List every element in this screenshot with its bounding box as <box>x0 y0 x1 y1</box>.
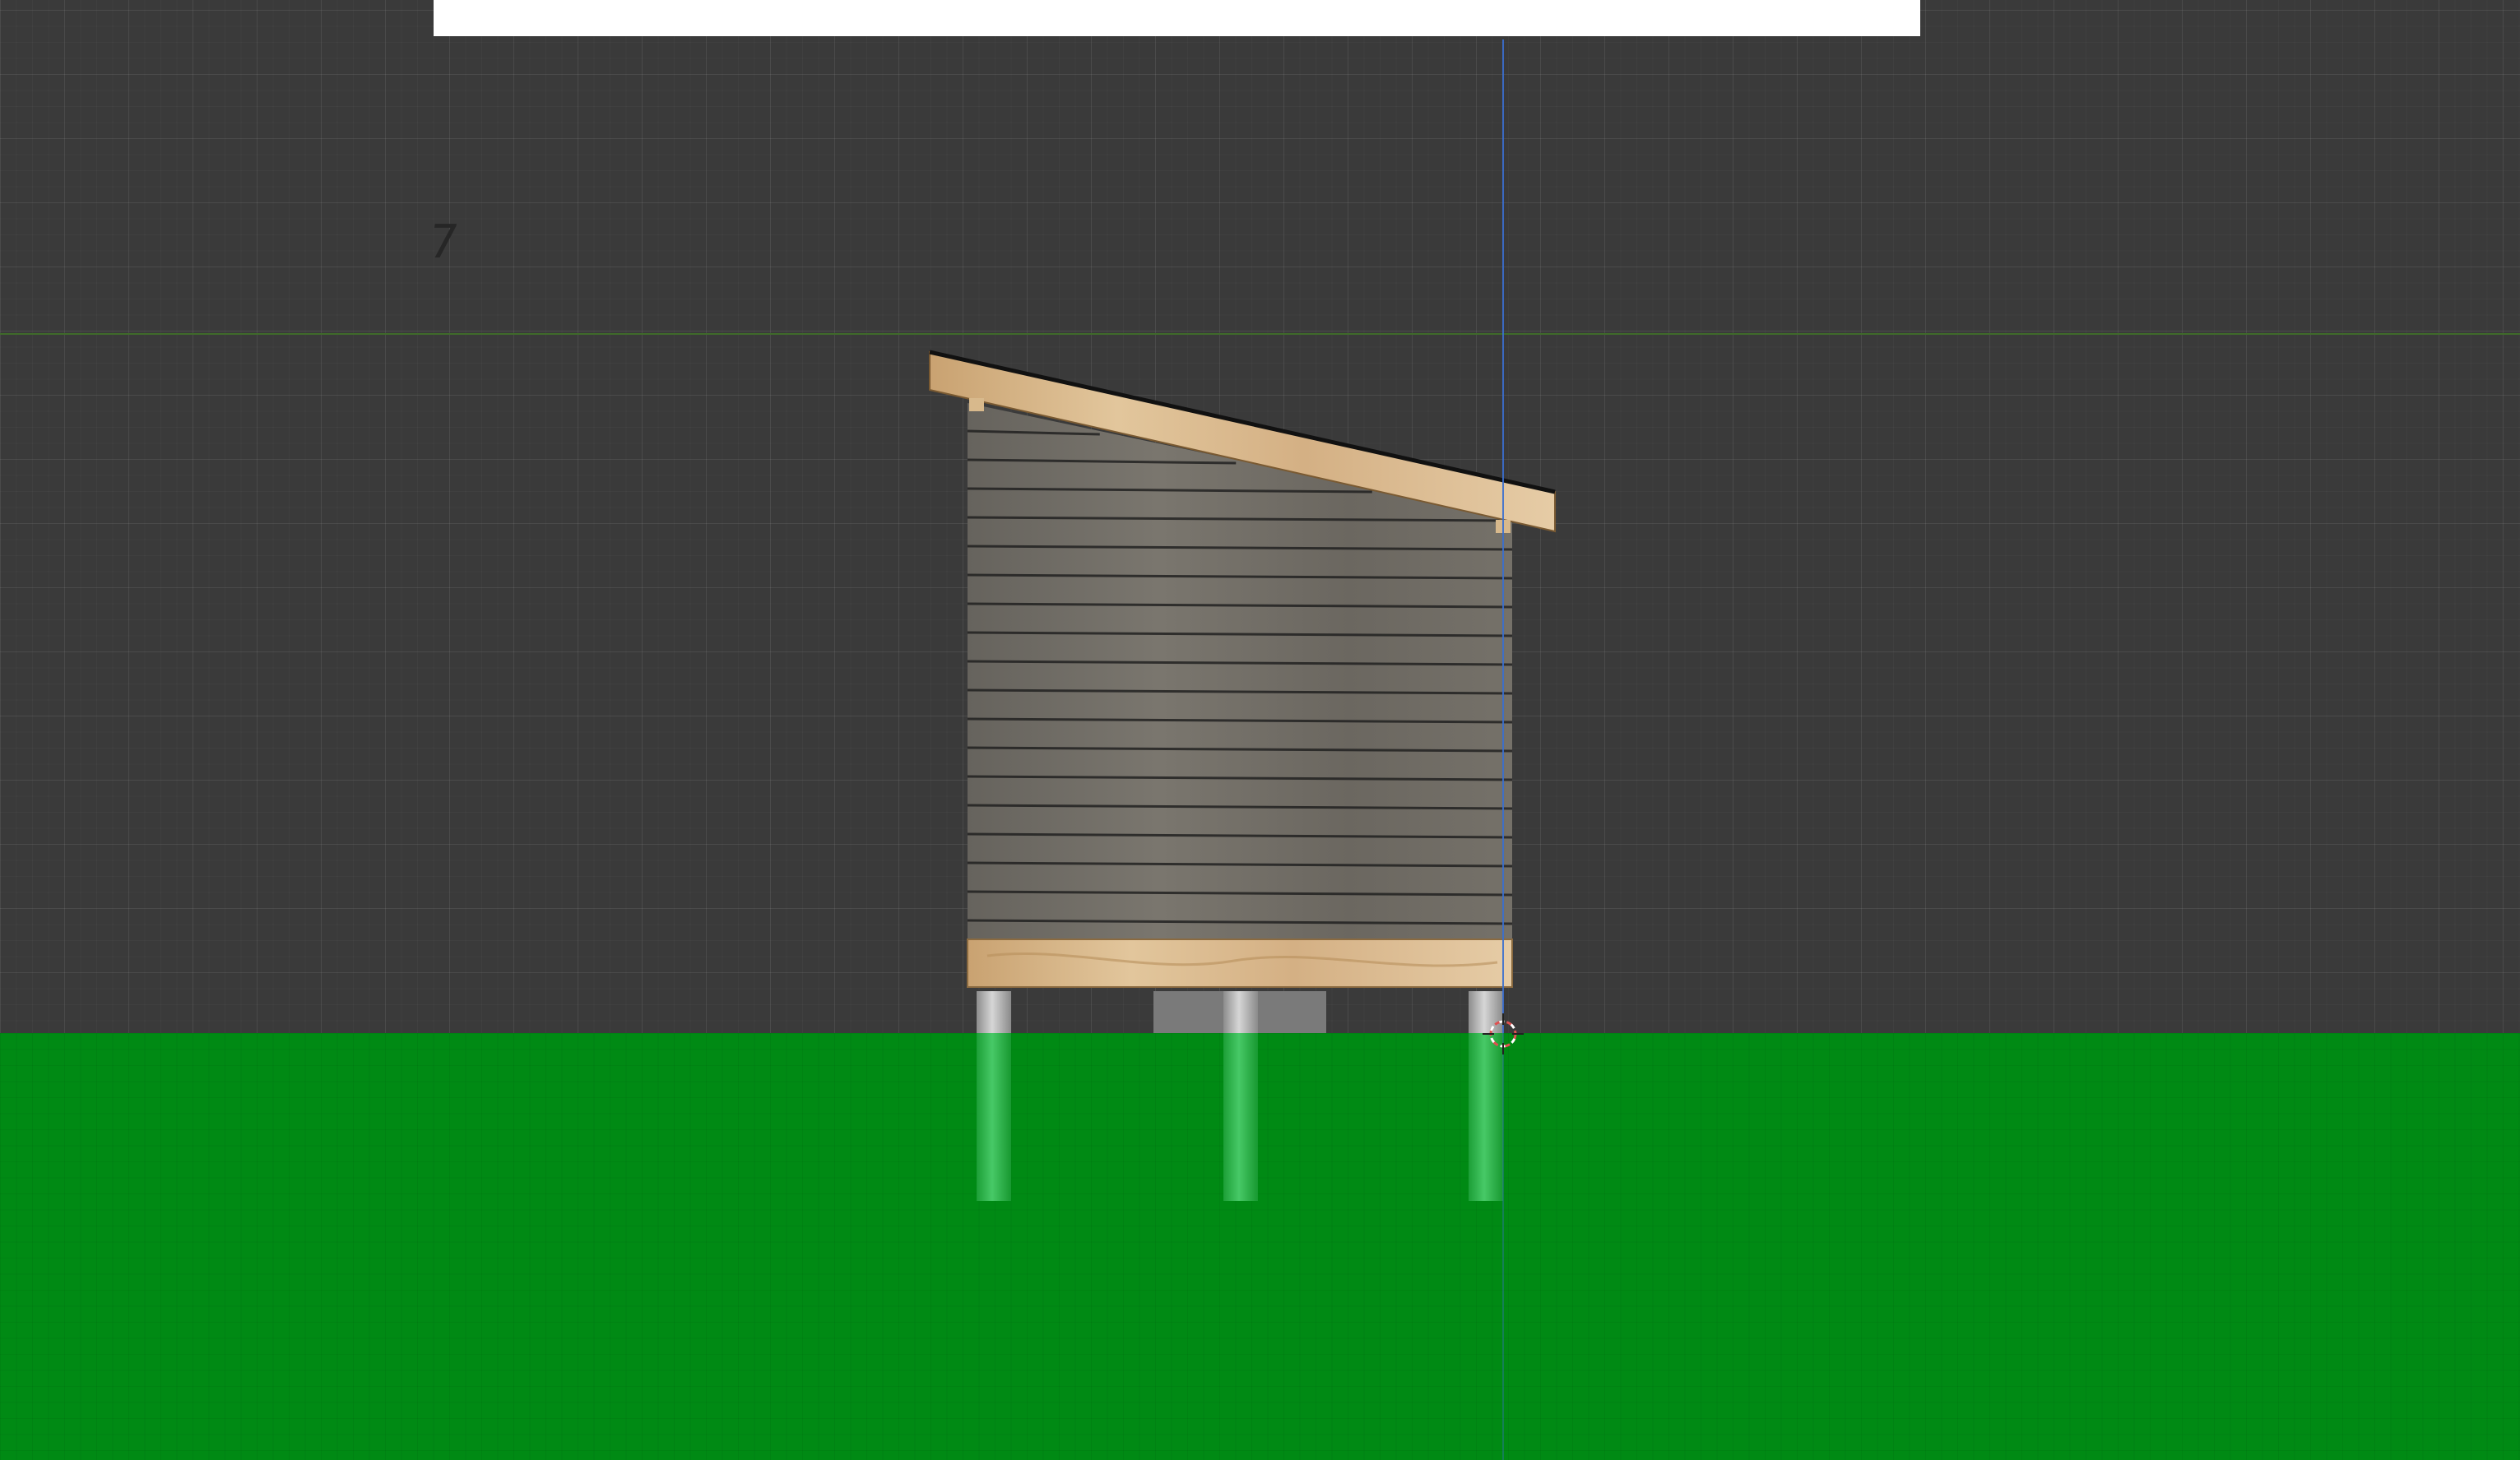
roof-panel[interactable] <box>929 350 1556 533</box>
post-left <box>977 991 1011 1033</box>
cladding-board-line <box>967 775 1513 781</box>
cladding-board-line <box>967 545 1513 551</box>
support-posts[interactable] <box>977 991 1503 1033</box>
cladding-board-line <box>967 429 1100 436</box>
cladding-board-line <box>967 919 1513 925</box>
cladding-board-line <box>967 832 1513 839</box>
cladding-board-lines <box>967 429 1513 925</box>
cladding-board-line <box>967 602 1513 609</box>
cladding-board-line <box>967 804 1513 810</box>
header-bar <box>434 0 1920 36</box>
post-middle <box>1223 991 1258 1033</box>
floor-beam[interactable] <box>967 939 1513 988</box>
ground-plane[interactable] <box>0 1033 2520 1460</box>
post-right <box>1469 991 1503 1033</box>
cladding-board-line <box>967 660 1513 666</box>
cladding-board-line <box>967 746 1513 753</box>
cladding-board-line <box>967 861 1513 868</box>
cladding-board-line <box>967 717 1513 724</box>
cladding-board-line <box>967 458 1237 465</box>
cladding-board-line <box>967 487 1372 494</box>
cladding-board-line <box>967 890 1513 897</box>
cladding-board-line <box>967 688 1513 695</box>
cladding-board-line <box>967 573 1513 580</box>
cladding-board-line <box>967 631 1513 637</box>
cladding-board-line <box>967 516 1509 522</box>
wall-cladding[interactable] <box>967 403 1513 939</box>
